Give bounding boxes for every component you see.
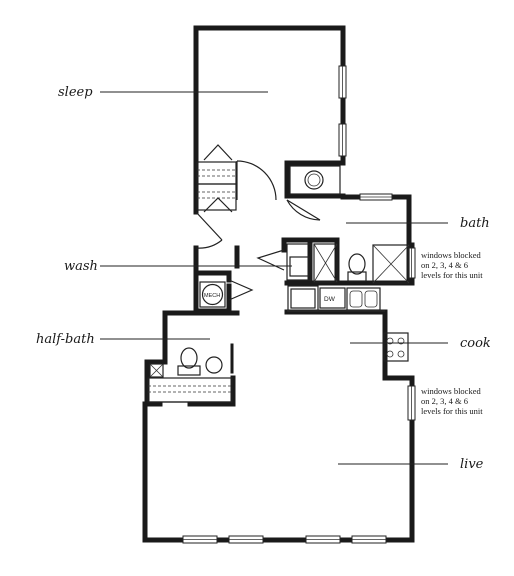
svg-text:levels for this unit: levels for this unit <box>421 406 483 416</box>
leader-lines <box>100 91 448 465</box>
svg-text:windows blocked: windows blocked <box>421 386 481 396</box>
closets <box>147 161 237 403</box>
mech-closet: MECH <box>199 281 226 308</box>
room-label-wash: wash <box>64 259 98 274</box>
svg-text:levels for this unit: levels for this unit <box>421 270 483 280</box>
bath-fixtures <box>286 165 410 284</box>
window-note-lower: windows blocked on 2, 3, 4 & 6 levels fo… <box>421 386 483 416</box>
room-label-live: live <box>460 457 484 472</box>
doors <box>195 144 321 374</box>
room-label-half-bath: half-bath <box>36 332 95 347</box>
windows <box>182 65 416 544</box>
room-label-cook: cook <box>460 336 491 351</box>
mech-label: MECH <box>204 293 220 299</box>
room-label-sleep: sleep <box>58 85 93 100</box>
room-label-bath: bath <box>460 216 490 231</box>
window-note-upper: windows blocked on 2, 3, 4 & 6 levels fo… <box>421 250 483 280</box>
kitchen-fixtures: DW <box>287 285 409 362</box>
exterior-walls <box>142 25 415 543</box>
svg-text:windows blocked: windows blocked <box>421 250 481 260</box>
half-bath-fixtures <box>149 347 223 378</box>
svg-text:on 2, 3, 4 & 6: on 2, 3, 4 & 6 <box>421 396 468 406</box>
dishwasher-label: DW <box>324 296 336 303</box>
svg-text:on 2, 3, 4 & 6: on 2, 3, 4 & 6 <box>421 260 468 270</box>
